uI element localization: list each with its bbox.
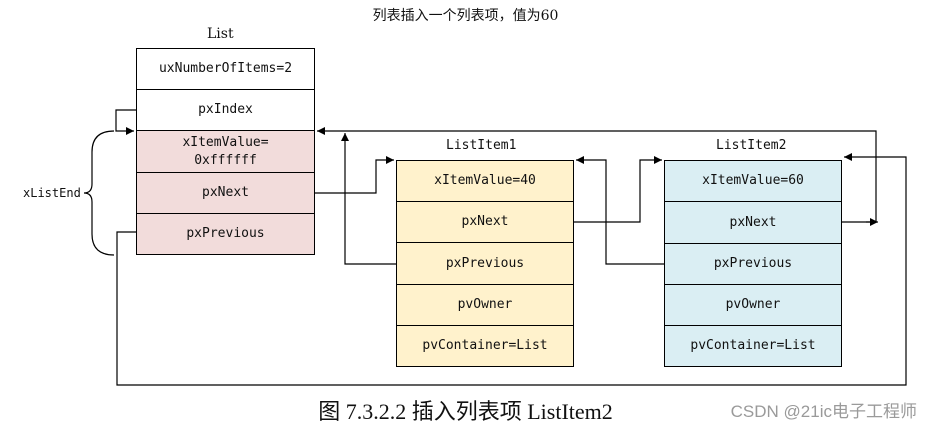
xlistend-label: xListEnd [23,186,81,200]
list-cell-pxindex: pxIndex [136,89,315,131]
top-note: 列表插入一个列表项，值为60 [372,8,559,24]
list-pxnext-arrow [315,156,394,194]
item2-cell-pvcontainer: pvContainer=List [664,325,842,367]
list-cell-count: uxNumberOfItems=2 [136,48,315,90]
item1-pxprevious-arrow [341,133,396,265]
item2-cell-pxnext: pxNext [664,201,842,244]
figure-caption: 图 7.3.2.2 插入列表项 ListItem2 [318,399,613,424]
item1-cell-pvcontainer: pvContainer=List [396,325,574,367]
xlistend-brace [83,130,115,256]
item1-pxnext-arrow [574,156,662,223]
watermark: CSDN @21ic电子工程师 [730,402,917,421]
item2-pxnext-arrow [317,127,877,223]
item1-cell-pxprevious: pxPrevious [396,242,574,285]
pxindex-arrow [115,109,136,135]
list-title: List [207,26,234,42]
list-cell-pxnext: pxNext [136,172,315,214]
item2-pxprevious-arrow [576,156,664,265]
list-pxprevious-arrow [116,153,907,386]
item1-cell-pxnext: pxNext [396,201,574,243]
item2-title: ListItem2 [716,138,787,153]
item2-cell-pxprevious: pxPrevious [664,243,842,285]
list-cell-itemvalue: xItemValue= 0xffffff [136,130,315,173]
item2-cell-itemvalue: xItemValue=60 [664,160,842,202]
item1-cell-itemvalue: xItemValue=40 [396,160,574,202]
item1-title: ListItem1 [446,138,517,153]
list-cell-pxprevious: pxPrevious [136,213,315,255]
